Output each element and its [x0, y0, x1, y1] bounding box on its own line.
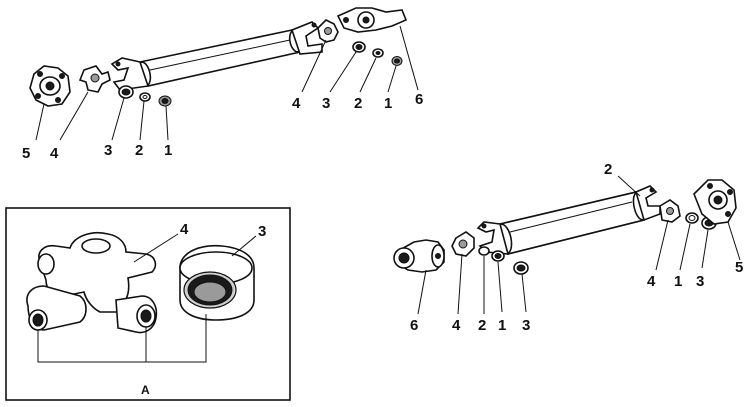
leader-top-right-6 [399, 25, 419, 91]
label-bottom-2: 2 [478, 317, 486, 334]
leader-bottom-6 [417, 269, 427, 315]
label-bottom-3-left: 3 [522, 317, 530, 334]
leader-bottom-3-left [521, 273, 527, 313]
inset-spider-cross [26, 232, 158, 334]
bottom-slip-yoke [393, 239, 445, 273]
label-inset-cross: 4 [180, 221, 189, 238]
top-left-bearing-cup [118, 85, 134, 99]
leader-bottom-2-top [617, 175, 641, 197]
label-top-right-2: 2 [354, 95, 362, 112]
top-right-bearing-cup [352, 41, 366, 53]
top-left-seal [139, 92, 151, 102]
label-top-right-4: 4 [292, 95, 301, 112]
leader-bottom-1-right [679, 223, 691, 271]
label-top-left-2: 2 [135, 142, 143, 159]
bottom-right-flange [693, 179, 737, 225]
label-bottom-4-left: 4 [452, 317, 461, 334]
label-inset-bearing: 3 [258, 223, 266, 240]
top-left-spider-cross [78, 65, 111, 93]
bottom-right-snap-ring [685, 212, 699, 224]
label-top-left-4: 4 [50, 145, 59, 162]
bottom-left-bearing-cup [513, 261, 529, 275]
inset-needle-bearing-cup [179, 244, 255, 321]
top-shaft-left-yoke [110, 57, 150, 91]
bottom-shaft-right-yoke [635, 185, 661, 222]
leader-inset-3 [231, 235, 257, 257]
bottom-shaft-tube [495, 191, 648, 255]
label-top-left-5: 5 [22, 145, 30, 162]
top-driveshaft-assembly: 5 4 3 2 1 4 3 2 1 6 [22, 7, 423, 162]
leader-top-left-3 [111, 97, 125, 141]
leader-bottom-4-left [457, 253, 463, 315]
leader-bottom-5 [727, 221, 741, 261]
label-top-right-6: 6 [415, 91, 423, 108]
leader-top-left-4 [59, 91, 89, 141]
top-left-snap-ring [158, 95, 172, 107]
top-shaft-right-yoke [291, 21, 323, 55]
top-right-spider-cross [317, 19, 339, 43]
label-bottom-3-right: 3 [696, 273, 704, 290]
label-bottom-1-left: 1 [498, 317, 506, 334]
leader-top-right-1 [387, 65, 397, 93]
leader-top-right-3 [329, 51, 357, 93]
label-inset-callout: A [141, 383, 150, 397]
top-slip-yoke [336, 7, 408, 33]
leader-inset-4 [133, 233, 179, 263]
label-top-right-1: 1 [384, 95, 392, 112]
label-bottom-1-right: 1 [674, 273, 682, 290]
label-top-right-3: 3 [322, 95, 330, 112]
top-right-seal [372, 48, 384, 58]
top-left-flange [29, 65, 71, 107]
leader-top-left-2 [139, 100, 145, 141]
leader-top-left-5 [35, 103, 45, 141]
bottom-left-seal [478, 246, 490, 256]
label-bottom-6: 6 [410, 317, 418, 334]
top-right-snap-ring [391, 56, 403, 66]
leader-top-right-2 [359, 57, 377, 93]
label-bottom-2-top: 2 [604, 161, 612, 178]
leader-top-left-1 [165, 105, 169, 141]
bottom-left-snap-ring [491, 250, 505, 262]
top-shaft-tube [136, 29, 304, 87]
leader-bottom-4-right [655, 219, 669, 271]
bottom-right-spider-cross [659, 199, 681, 223]
inset-detail-box: 4 3 A [5, 207, 291, 401]
leader-top-right-4 [301, 39, 327, 93]
label-bottom-4-right: 4 [647, 273, 656, 290]
label-top-left-3: 3 [104, 142, 112, 159]
label-bottom-5: 5 [735, 259, 743, 276]
bottom-shaft-left-yoke [476, 221, 510, 255]
bottom-left-spider-cross [451, 231, 475, 257]
label-top-left-1: 1 [164, 142, 172, 159]
leader-bottom-3-right [701, 229, 709, 269]
bottom-driveshaft-assembly: 2 6 4 2 1 3 4 1 3 5 [393, 161, 743, 334]
inset-bracket-lines [37, 314, 207, 363]
leader-bottom-1-left [497, 261, 503, 313]
